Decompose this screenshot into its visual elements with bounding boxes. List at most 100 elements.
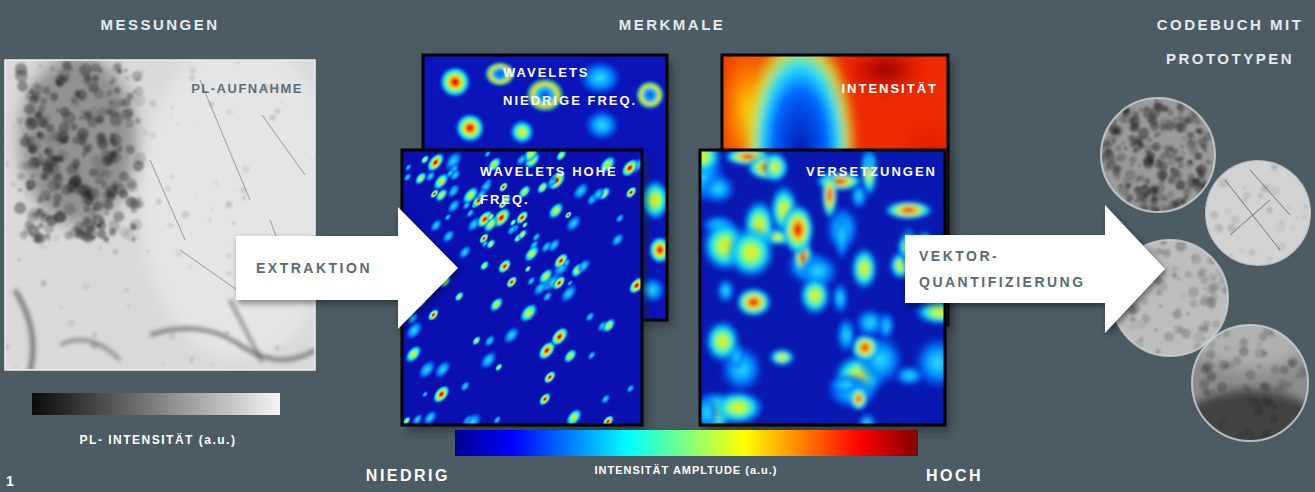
arrow-outline bbox=[905, 205, 1165, 333]
illustration-part bbox=[443, 212, 453, 222]
illustration-part bbox=[493, 361, 504, 373]
illustration-part bbox=[1128, 135, 1134, 141]
illustration-part bbox=[1168, 176, 1175, 183]
figure-number: 1 bbox=[6, 472, 26, 490]
scale-caption-text: PL- INTENSITÄT (a.u.) bbox=[80, 433, 237, 447]
illustration-part bbox=[176, 251, 182, 257]
illustration-part bbox=[75, 172, 80, 177]
illustration-part bbox=[523, 264, 532, 274]
illustration-part bbox=[648, 236, 667, 264]
illustration-part bbox=[1196, 272, 1203, 279]
illustration-part bbox=[1214, 224, 1224, 234]
illustration-part bbox=[12, 125, 16, 129]
illustration-part bbox=[1296, 374, 1300, 378]
section-heading-text: MESSUNGEN bbox=[100, 16, 219, 33]
illustration-part bbox=[140, 70, 144, 74]
illustration-part bbox=[849, 387, 868, 412]
illustration-part bbox=[62, 61, 71, 70]
illustration-part bbox=[124, 288, 129, 293]
illustration-part bbox=[836, 316, 857, 354]
illustration-part bbox=[477, 231, 491, 245]
illustration-part bbox=[17, 258, 21, 262]
illustration-part bbox=[1172, 266, 1178, 272]
illustration-part bbox=[209, 207, 214, 212]
illustration-part bbox=[635, 80, 665, 110]
illustration-part bbox=[85, 109, 93, 117]
illustration-part bbox=[82, 283, 89, 290]
pl-image-border bbox=[5, 60, 315, 370]
illustration-part bbox=[111, 77, 116, 82]
illustration-part bbox=[81, 110, 86, 115]
block-arrow: VEKTOR- QUANTIFIZIERUNG bbox=[905, 203, 1167, 335]
illustration-part bbox=[87, 117, 97, 127]
illustration-part bbox=[584, 109, 620, 141]
illustration-part bbox=[50, 66, 55, 71]
illustration-part bbox=[1280, 366, 1289, 375]
illustration-part bbox=[1304, 205, 1308, 209]
illustration-part bbox=[280, 100, 284, 104]
illustration-part bbox=[1173, 310, 1182, 319]
illustration-part bbox=[1138, 127, 1149, 138]
illustration-part bbox=[94, 224, 101, 231]
illustration-part bbox=[850, 182, 868, 211]
illustration-part bbox=[1151, 142, 1160, 151]
illustration-part bbox=[170, 116, 172, 118]
illustration-part bbox=[284, 347, 286, 349]
feature-map: WAVELETS HOHE FREQ. bbox=[402, 150, 642, 425]
illustration-part bbox=[162, 362, 165, 365]
illustration-part bbox=[33, 125, 37, 129]
illustration-part bbox=[521, 242, 543, 265]
illustration-part bbox=[1246, 387, 1252, 393]
illustration-part bbox=[1302, 215, 1306, 219]
illustration-part bbox=[190, 356, 195, 361]
illustration-part bbox=[1272, 404, 1277, 409]
illustration-part bbox=[49, 143, 54, 148]
pl-image bbox=[5, 60, 315, 370]
scale-end-label-text: HOCH bbox=[926, 467, 983, 484]
block-arrow: EXTRAKTION bbox=[236, 205, 460, 331]
illustration-part bbox=[1154, 328, 1157, 331]
pl-image-frame: PL-AUFNAHME bbox=[5, 60, 315, 370]
image-label: PL-AUFNAHME bbox=[5, 80, 303, 98]
illustration-part bbox=[100, 218, 105, 223]
illustration-part bbox=[59, 305, 63, 309]
illustration-part bbox=[504, 274, 520, 290]
illustration-part bbox=[1160, 117, 1169, 126]
illustration-part bbox=[541, 368, 558, 386]
illustration-part bbox=[114, 145, 120, 151]
illustration-part bbox=[1258, 343, 1261, 346]
prototype-rim bbox=[1206, 161, 1310, 265]
illustration-part bbox=[56, 109, 60, 113]
illustration-part bbox=[831, 282, 849, 315]
illustration-part bbox=[1112, 167, 1120, 175]
illustration-part bbox=[1203, 320, 1210, 327]
illustration-part bbox=[1183, 188, 1190, 195]
illustration-part bbox=[1142, 298, 1149, 305]
illustration-part bbox=[92, 106, 96, 110]
illustration-part bbox=[574, 256, 594, 277]
illustration-part bbox=[53, 235, 59, 241]
illustration-part bbox=[1117, 153, 1126, 162]
illustration-part bbox=[589, 184, 609, 205]
illustration-part bbox=[38, 222, 44, 228]
illustration-part bbox=[1206, 161, 1310, 265]
illustration-part bbox=[1225, 180, 1280, 250]
illustration-part bbox=[1219, 360, 1229, 370]
illustration-part bbox=[1244, 191, 1251, 198]
map-label: VERSETZUNGEN bbox=[700, 158, 937, 186]
illustration-part bbox=[1248, 398, 1257, 407]
illustration-part bbox=[857, 412, 877, 425]
illustration-part bbox=[545, 235, 564, 255]
illustration-part bbox=[127, 304, 130, 307]
illustration-part bbox=[1209, 342, 1214, 347]
illustration-part bbox=[562, 405, 586, 425]
illustration-part bbox=[495, 256, 514, 276]
illustration-part bbox=[781, 203, 814, 256]
illustration-part bbox=[77, 162, 80, 165]
illustration-part bbox=[50, 93, 58, 101]
illustration-part bbox=[52, 179, 57, 184]
illustration-part bbox=[101, 178, 107, 184]
illustration-part bbox=[114, 133, 117, 136]
illustration-part bbox=[1158, 203, 1166, 211]
illustration-part bbox=[43, 87, 51, 95]
